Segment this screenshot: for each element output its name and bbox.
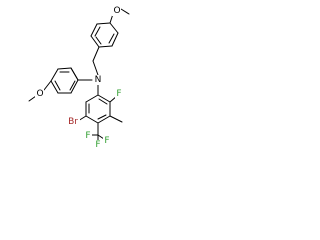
ring-central-bond <box>97 115 111 124</box>
label-bg <box>93 75 103 85</box>
ring-left-bond <box>50 68 59 82</box>
fluorine-label-cf3-c: F <box>104 136 109 146</box>
label-bg <box>103 136 111 146</box>
atom-labels: O N O F Br F F F <box>35 6 123 150</box>
methoxybenzyl-group-left <box>28 67 93 102</box>
bond-methyl-o-top <box>120 8 130 15</box>
ring-left-bond <box>50 80 59 94</box>
fluorine-label-cf3-a: F <box>85 131 90 141</box>
ring-top-bond <box>111 32 119 47</box>
label-bg <box>84 131 92 141</box>
ring-top-bond <box>98 45 113 48</box>
ring-top-bond <box>109 22 119 34</box>
ring-central-double-bond <box>98 98 108 105</box>
ring-top-bond <box>96 22 111 25</box>
label-bg <box>35 89 44 99</box>
label-bg <box>94 140 102 150</box>
chemical-structure-diagram: O N O F Br F F F <box>28 6 130 150</box>
bond-ring-methyl <box>109 115 123 123</box>
ring-central-double-bond <box>97 114 107 120</box>
fluorine-label-cf3-b: F <box>95 140 100 150</box>
ring-central-bond <box>97 94 111 103</box>
central-benzene-ring <box>77 84 123 142</box>
nitrogen-label: N <box>95 75 102 85</box>
bond-o-methyl-left <box>28 95 37 102</box>
ring-left-bond <box>57 67 72 70</box>
bromine-label: Br <box>68 117 78 127</box>
ring-central-bond <box>85 94 99 103</box>
ring-top-double-bond <box>94 26 101 37</box>
methoxybenzyl-group-top <box>90 8 130 76</box>
ring-top-double-bond <box>95 36 102 45</box>
ring-top-bond <box>90 23 98 37</box>
bond-ring-o-left <box>43 80 52 91</box>
bond-ch2-n-top <box>92 60 99 76</box>
label-bg <box>112 6 121 16</box>
oxygen-label-top: O <box>113 6 120 16</box>
oxygen-label-left: O <box>36 89 43 99</box>
ring-left-double-bond <box>54 80 61 91</box>
ring-left-double-bond <box>69 80 76 91</box>
fluorine-label-ring: F <box>116 89 121 99</box>
ring-left-bond <box>70 67 79 81</box>
ring-top-double-bond <box>108 33 115 44</box>
ring-central-bond <box>85 115 99 124</box>
ring-top-bond <box>90 35 100 48</box>
bond-ch2-top <box>92 46 100 62</box>
label-bg <box>68 117 80 127</box>
ring-left-bond <box>70 79 79 94</box>
label-bg <box>115 89 123 99</box>
